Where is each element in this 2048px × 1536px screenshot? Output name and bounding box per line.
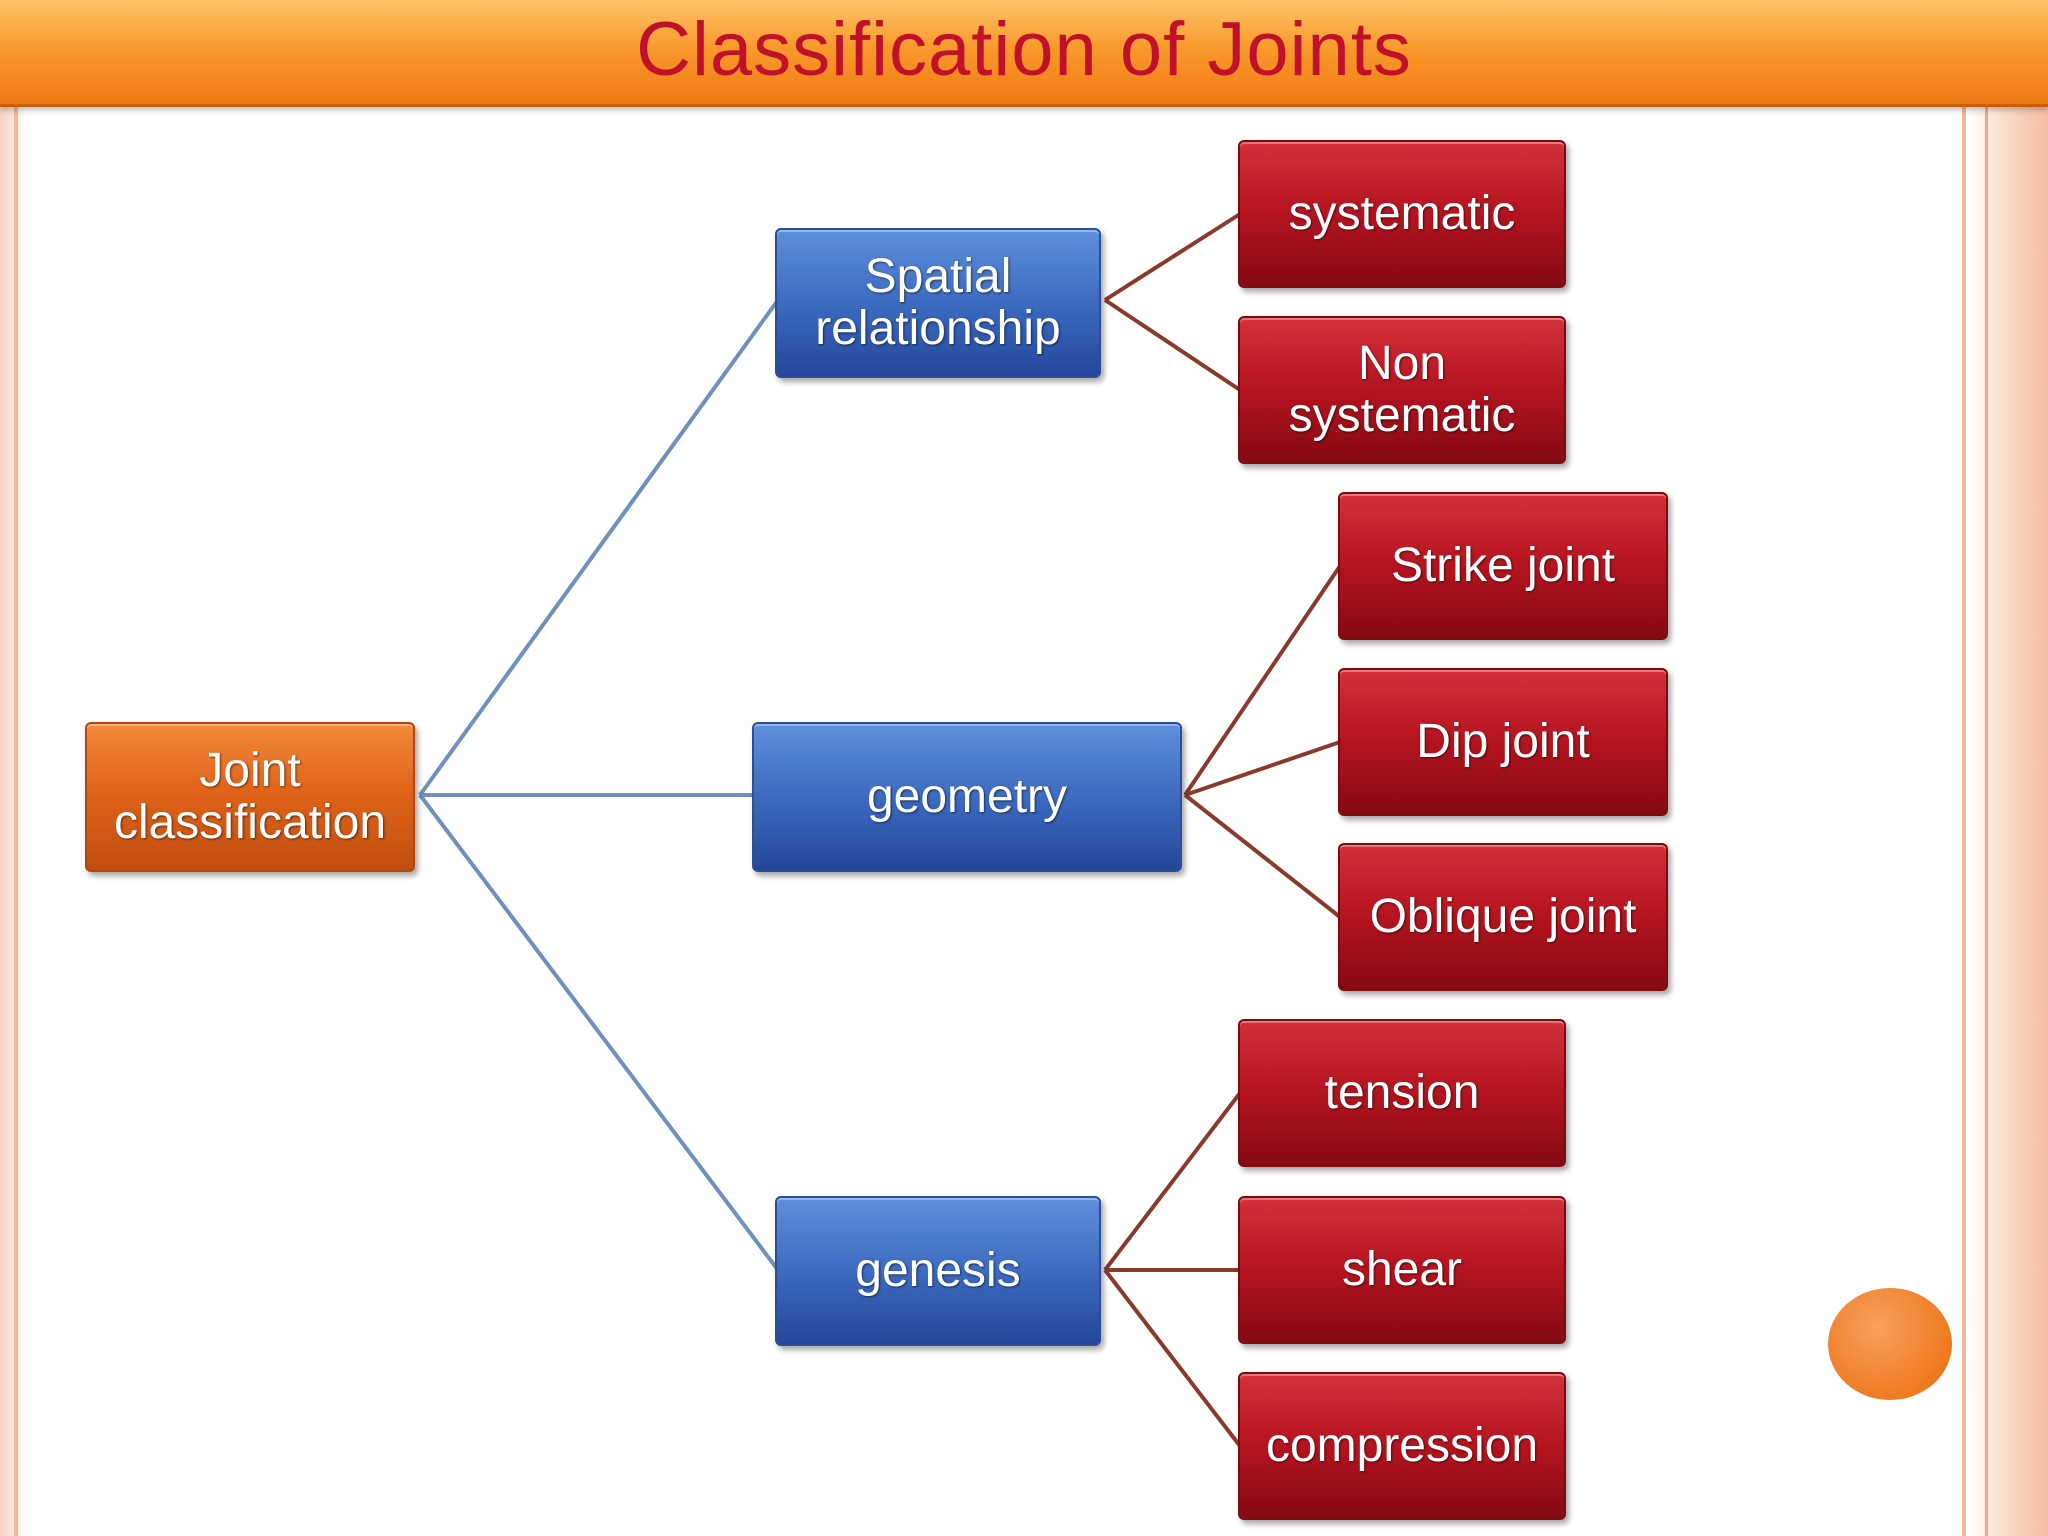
leaf-node-non-systematic: Non systematic [1238,316,1566,464]
connector-geometry-oblique [1183,793,1342,919]
left-border-line [14,105,18,1536]
connector-genesis-compression [1103,1268,1242,1448]
connector-geometry-dip [1184,740,1341,797]
leaf-node-systematic: systematic [1238,140,1566,288]
leaf-node-compression: compression [1238,1372,1566,1520]
root-node-joint-classification: Joint classification [85,722,415,872]
connector-spatial-systematic [1103,212,1242,302]
leaf-node-strike-joint: Strike joint [1338,492,1668,640]
category-node-genesis: genesis [775,1196,1101,1346]
page-title: Classification of Joints [636,7,1412,92]
connector-root-genesis [418,793,780,1272]
connector-root-spatial [418,298,780,797]
category-node-geometry: geometry [752,722,1182,872]
leaf-node-dip-joint: Dip joint [1338,668,1668,816]
slide-decoration-circle [1828,1288,1952,1400]
connector-geometry-strike [1183,564,1342,797]
left-border-decoration [0,0,26,1536]
category-node-spatial-relationship: Spatial relationship [775,228,1101,378]
leaf-node-shear: shear [1238,1196,1566,1344]
leaf-node-oblique-joint: Oblique joint [1338,843,1668,991]
right-border-line-outer [1985,105,1988,1536]
leaf-node-tension: tension [1238,1019,1566,1167]
right-border-decoration [1968,0,2048,1536]
connector-spatial-nonsystematic [1103,298,1242,392]
connector-genesis-tension [1103,1091,1242,1272]
right-border-line [1962,105,1966,1536]
title-bar: Classification of Joints [0,0,2048,107]
